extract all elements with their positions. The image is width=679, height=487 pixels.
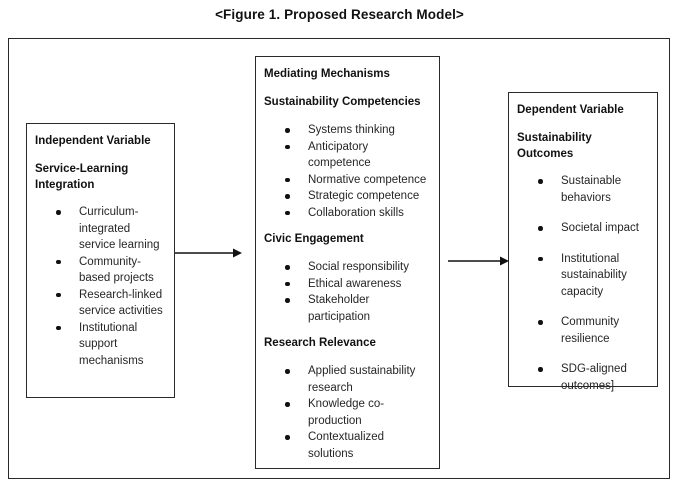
list-item: Research-linked service activities — [35, 287, 166, 320]
list-item: Community resilience — [517, 314, 649, 347]
list-item: Social responsibility — [264, 259, 431, 276]
box-label: Dependent Variable — [517, 104, 624, 116]
list-item: Institutional sustainability capacity — [517, 251, 649, 301]
list-item: Sustainable behaviors — [517, 173, 649, 206]
list-item: Curriculum-integrated service learning — [35, 204, 166, 254]
section-heading: Civic Engagement — [264, 233, 364, 245]
independent-variable-box: Independent Variable Service-Learning In… — [26, 123, 175, 398]
mediating-mechanisms-box: Mediating Mechanisms Sustainability Comp… — [255, 56, 440, 469]
independent-item-list: Curriculum-integrated service learning C… — [35, 204, 166, 369]
list-item: SDG-aligned outcomes] — [517, 361, 649, 394]
box-construct: Service-Learning Integration — [35, 163, 129, 191]
arrow-mediating-to-dependent-icon — [448, 256, 509, 266]
list-item: Institutional support mechanisms — [35, 320, 166, 370]
dependent-item-list: Sustainable behaviors Societal impact In… — [517, 173, 649, 394]
research-relevance-item-list: Applied sustainability research Knowledg… — [264, 363, 431, 462]
box-construct: Sustainability Outcomes — [517, 132, 592, 160]
list-item: Stakeholder participation — [264, 292, 431, 325]
dependent-variable-box: Dependent Variable Sustainability Outcom… — [508, 92, 658, 392]
list-item: Applied sustainability research — [264, 363, 431, 396]
arrow-independent-to-mediating-icon — [175, 248, 242, 258]
section-heading: Research Relevance — [264, 337, 376, 349]
list-item: Community-based projects — [35, 254, 166, 287]
civic-engagement-item-list: Social responsibility Ethical awareness … — [264, 259, 431, 325]
list-item: Ethical awareness — [264, 276, 431, 293]
list-item: Anticipatory competence — [264, 139, 431, 172]
section-heading: Sustainability Competencies — [264, 96, 421, 108]
list-item: Strategic competence — [264, 188, 431, 205]
list-item: Societal impact — [517, 220, 649, 237]
list-item: Knowledge co-production — [264, 396, 431, 429]
box-label: Independent Variable — [35, 135, 151, 147]
list-item: Collaboration skills — [264, 205, 431, 222]
figure-title: <Figure 1. Proposed Research Model> — [215, 7, 464, 22]
box-label: Mediating Mechanisms — [264, 68, 390, 80]
competencies-item-list: Systems thinking Anticipatory competence… — [264, 122, 431, 221]
list-item: Normative competence — [264, 172, 431, 189]
list-item: Systems thinking — [264, 122, 431, 139]
list-item: Contextualized solutions — [264, 429, 431, 462]
